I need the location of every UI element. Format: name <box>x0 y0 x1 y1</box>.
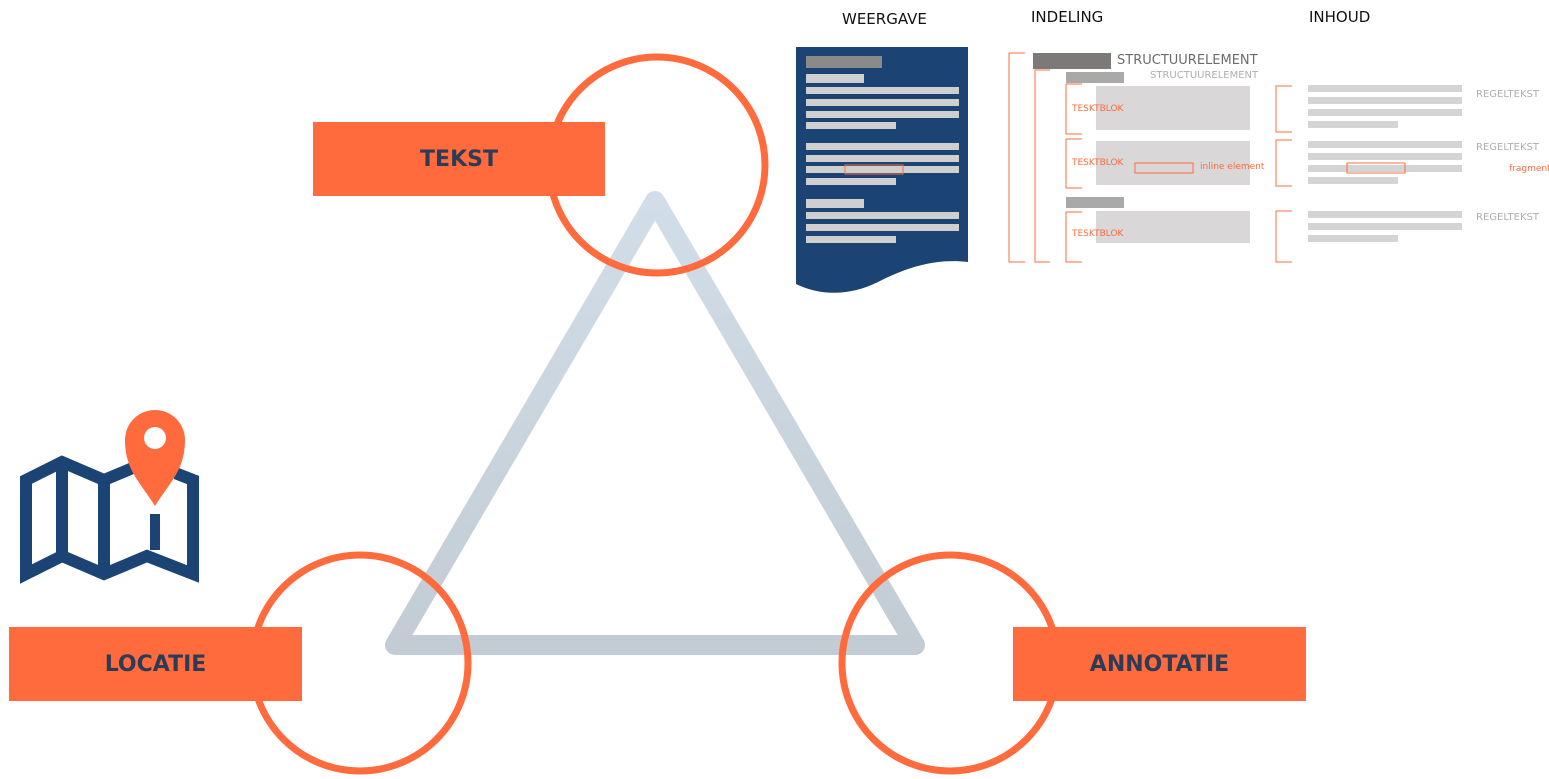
inhoud-diagram <box>1275 85 1462 263</box>
weergave-header: WEERGAVE <box>842 10 927 28</box>
regeltekst-label: REGELTEKST <box>1476 212 1539 223</box>
annotatie-box: ANNOTATIE <box>1013 627 1306 701</box>
structuurelement-label: STRUCTUURELEMENT <box>1117 53 1258 68</box>
tekst-label: TEKST <box>420 146 498 172</box>
structuurelement-sub-label: STRUCTUURELEMENT <box>1150 70 1259 81</box>
locatie-box: LOCATIE <box>9 627 302 701</box>
regeltekst-label: REGELTEKST <box>1476 142 1539 153</box>
inline-element-label: inline element <box>1200 162 1265 172</box>
locatie-label: LOCATIE <box>104 651 207 677</box>
indeling-diagram <box>1008 52 1250 263</box>
indeling-header: INDELING <box>1031 8 1104 26</box>
tekstblok-label: TESKTBLOK <box>1072 158 1124 168</box>
map-with-pin-icon <box>20 410 199 584</box>
tekst-box: TEKST <box>313 122 605 196</box>
annotatie-label: ANNOTATIE <box>1089 651 1230 677</box>
document-page-icon <box>796 47 968 293</box>
inhoud-header: INHOUD <box>1309 8 1371 26</box>
concept-triangle <box>385 191 925 655</box>
tekstblok-label: TESKTBLOK <box>1072 104 1124 114</box>
fragment-label: fragment <box>1509 164 1549 174</box>
tekstblok-label: TESKTBLOK <box>1072 229 1124 239</box>
regeltekst-label: REGELTEKST <box>1476 89 1539 100</box>
